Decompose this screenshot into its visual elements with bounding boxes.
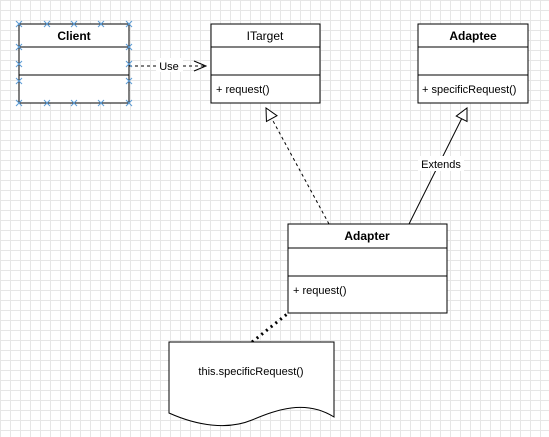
class-itarget[interactable]: ITarget + request() (210, 23, 321, 104)
note-document[interactable]: this.specificRequest() (168, 341, 335, 427)
class-adapter[interactable]: Adapter + request() (287, 223, 448, 314)
class-adapter-method: + request() (293, 285, 347, 297)
class-client-name: Client (57, 29, 90, 43)
class-adaptee-name: Adaptee (449, 29, 497, 43)
class-adapter-name: Adapter (344, 229, 390, 243)
class-adaptee[interactable]: Adaptee + specificRequest() (417, 23, 529, 104)
use-dependency-edge[interactable]: Use (129, 58, 206, 73)
extends-edge[interactable]: Extends (408, 108, 467, 225)
realization-edge[interactable] (266, 108, 330, 225)
use-label: Use (159, 61, 179, 73)
class-itarget-name: ITarget (247, 29, 284, 43)
class-adaptee-method: + specificRequest() (422, 84, 516, 96)
selection-handles[interactable] (15, 20, 133, 107)
note-text: this.specificRequest() (198, 366, 303, 378)
class-itarget-method: + request() (216, 84, 270, 96)
extends-label: Extends (421, 159, 461, 171)
class-client[interactable]: Client (15, 20, 133, 107)
use-label-bg (156, 58, 183, 72)
extends-label-bg (418, 156, 464, 171)
